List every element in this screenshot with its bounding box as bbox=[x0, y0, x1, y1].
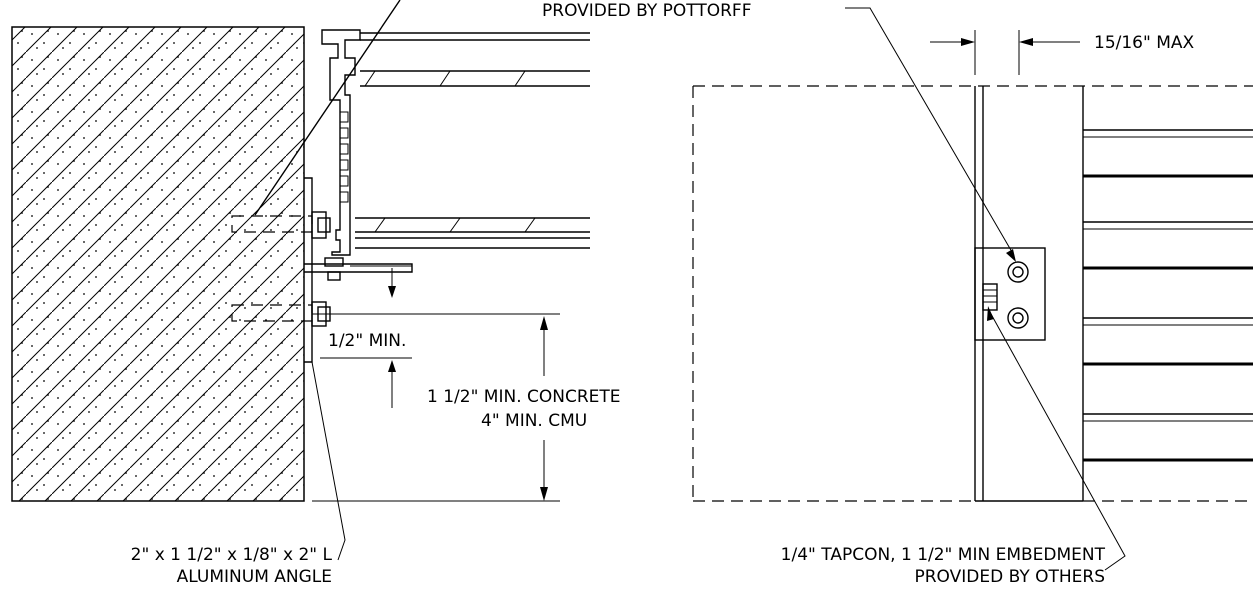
elevation-frame bbox=[974, 86, 1084, 502]
top-leader-line bbox=[254, 0, 401, 216]
bolt-on-angle bbox=[324, 257, 344, 281]
section-view bbox=[11, 0, 590, 561]
damper-frame bbox=[321, 29, 361, 256]
tapcon-label-line2: PROVIDED BY OTHERS bbox=[914, 567, 1105, 587]
dimension-half-inch bbox=[320, 265, 412, 408]
elevation-view bbox=[692, 7, 1253, 571]
max-gap-label: 15/16" MAX bbox=[1094, 33, 1195, 53]
tapcon-leader bbox=[990, 313, 1126, 571]
elevation-blades bbox=[1083, 129, 1253, 462]
damper-blades bbox=[355, 32, 590, 249]
half-min-label: 1/2" MIN. bbox=[328, 331, 406, 351]
tapcon-anchor-upper bbox=[231, 211, 331, 239]
cmu-min-label: 4" MIN. CMU bbox=[481, 411, 587, 431]
dimension-max-gap bbox=[930, 30, 1080, 75]
angle-label-line2: ALUMINUM ANGLE bbox=[177, 567, 332, 587]
angle-label-line1: 2" x 1 1/2" x 1/8" x 2" L bbox=[131, 545, 333, 565]
elevation-angle-plate bbox=[974, 247, 1046, 341]
top-note-label: PROVIDED BY POTTORFF bbox=[542, 1, 752, 21]
dimension-embed-depth bbox=[312, 313, 560, 502]
aluminum-angle bbox=[304, 177, 413, 363]
opening-outline bbox=[692, 85, 1253, 502]
bolt-leader bbox=[845, 7, 1013, 253]
tapcon-label-line1: 1/4" TAPCON, 1 1/2" MIN EMBEDMENT bbox=[781, 545, 1106, 565]
concrete-min-label: 1 1/2" MIN. CONCRETE bbox=[427, 387, 621, 407]
angle-leader bbox=[311, 361, 346, 561]
concrete-wall bbox=[11, 26, 305, 502]
